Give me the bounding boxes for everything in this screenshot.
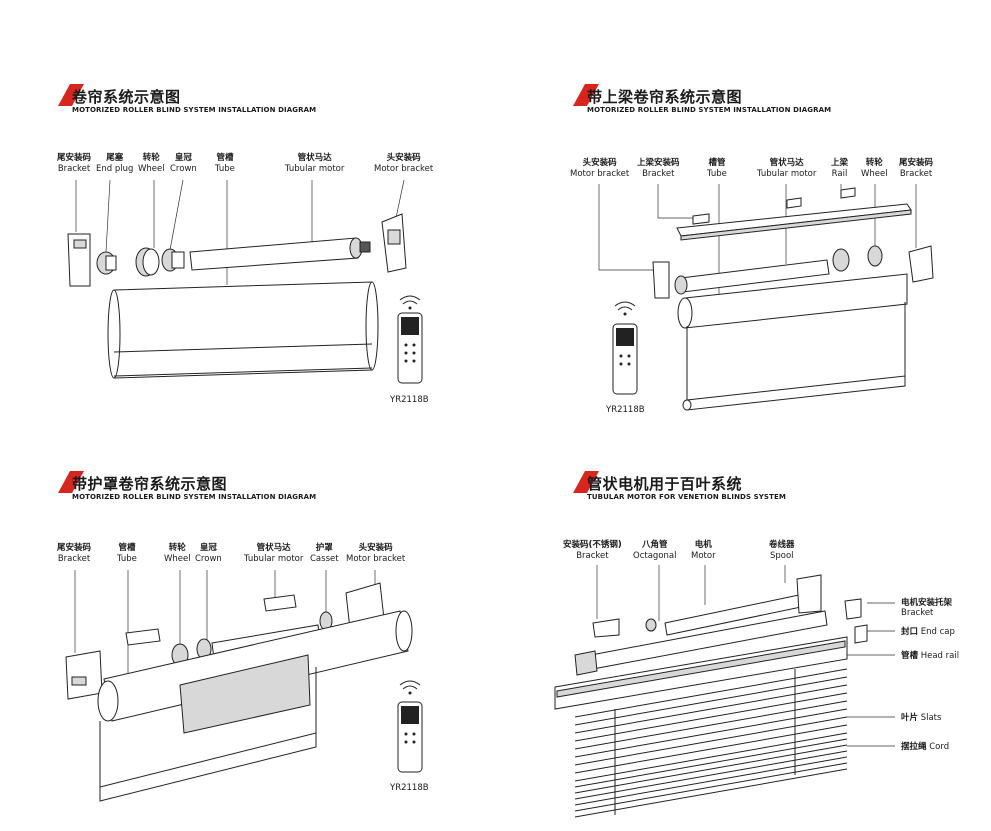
rlabel-head-rail: 管槽 Head rail xyxy=(901,651,960,661)
remote-icon xyxy=(397,680,423,773)
remote-model: YR2118B xyxy=(390,783,429,793)
brand-slash-shape xyxy=(573,471,599,493)
brand-slash-icon xyxy=(58,471,84,493)
panel-venetian-blind: 管状电机用于百叶系统 TUBULAR MOTOR FOR VENETION BL… xyxy=(495,415,991,831)
venetian-blind-drawing xyxy=(554,565,895,818)
label-bracket: 安装码(不锈钢)Bracket xyxy=(563,540,622,561)
remote-model: YR2118B xyxy=(606,405,645,415)
rail-roller-blind-drawing xyxy=(598,184,934,411)
brand-slash-icon xyxy=(573,471,599,493)
panel-cassette-roller-blind: 带护罩卷帘系统示意图 MOTORIZED ROLLER BLIND SYSTEM… xyxy=(0,415,495,831)
rlabel-slats: 叶片 Slats xyxy=(901,713,942,723)
brand-slash-shape xyxy=(573,84,599,106)
panel-rail-roller-blind: 带上梁卷帘系统示意图 MOTORIZED ROLLER BLIND SYSTEM… xyxy=(495,0,991,415)
rlabel-cord: 摆拉绳 Cord xyxy=(901,742,950,752)
brand-slash-icon xyxy=(58,84,84,106)
panel-title-zh: 带上梁卷帘系统示意图 xyxy=(587,88,743,106)
panel-roller-blind: 卷帘系统示意图 MOTORIZED ROLLER BLIND SYSTEM IN… xyxy=(0,0,495,415)
panel-title-en: TUBULAR MOTOR FOR VENETION BLINDS SYSTEM xyxy=(587,493,786,501)
remote-model: YR2118B xyxy=(390,395,429,405)
brand-slash-icon xyxy=(573,84,599,106)
brand-slash-shape xyxy=(58,84,84,106)
remote-icon xyxy=(397,295,423,384)
remote-icon xyxy=(612,301,638,395)
cassette-roller-blind-drawing xyxy=(65,570,423,802)
panel-title-zh: 带护罩卷帘系统示意图 xyxy=(72,475,228,493)
panel-title-en: MOTORIZED ROLLER BLIND SYSTEM INSTALLATI… xyxy=(72,106,317,114)
rlabel-end-cap: 封口 End cap xyxy=(901,627,955,637)
panel-title-en: MOTORIZED ROLLER BLIND SYSTEM INSTALLATI… xyxy=(72,493,317,501)
brand-slash-shape xyxy=(58,471,84,493)
panel-title-en: MOTORIZED ROLLER BLIND SYSTEM INSTALLATI… xyxy=(587,106,832,114)
panel-title-zh: 管状电机用于百叶系统 xyxy=(587,475,743,493)
roller-blind-drawing xyxy=(67,179,423,384)
panel-title-zh: 卷帘系统示意图 xyxy=(72,88,181,106)
